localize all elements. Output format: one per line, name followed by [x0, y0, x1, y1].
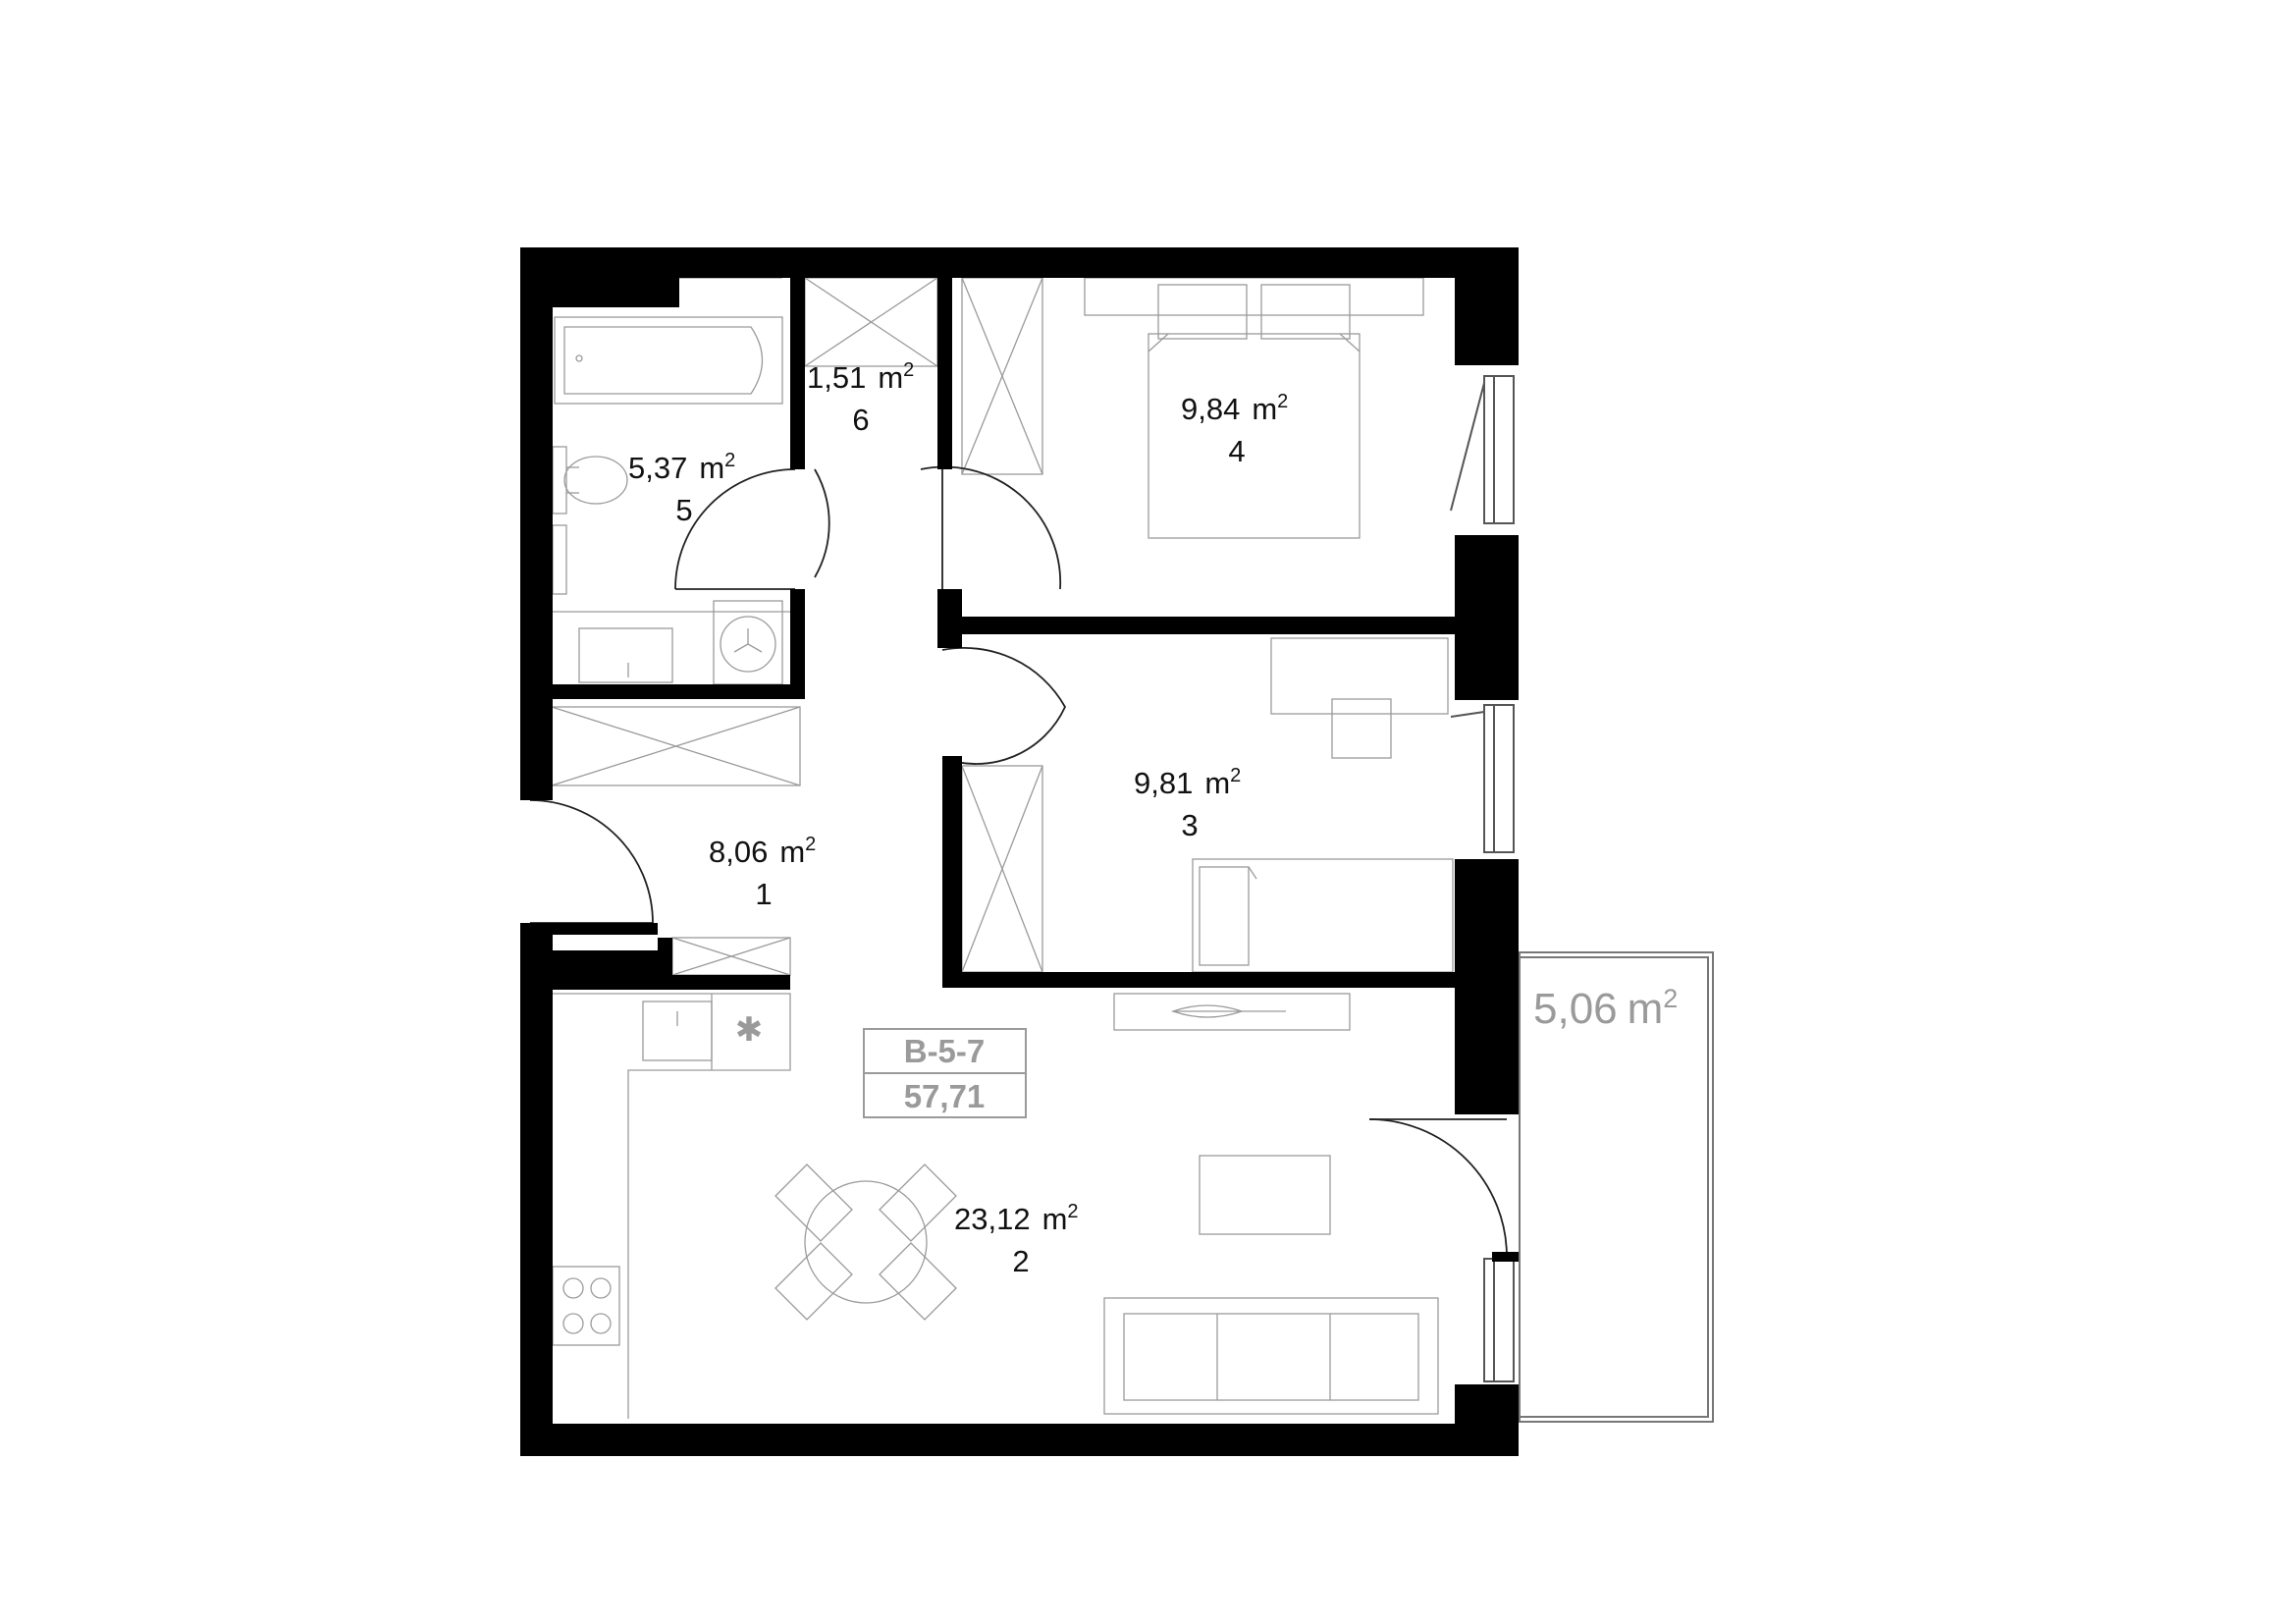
outer-wall-right: [1492, 1252, 1519, 1262]
apartment-code-box: B-5-7 57,71: [863, 1028, 1027, 1118]
single-bed-icon: [1192, 858, 1454, 973]
wall: [942, 756, 962, 982]
washing-machine-icon: [713, 600, 783, 685]
kitchen-counter: [552, 993, 791, 1419]
wall: [658, 938, 672, 975]
hall-wardrobe-icon: [551, 706, 801, 786]
toilet-icon: [552, 446, 628, 514]
wall: [790, 278, 805, 469]
door-swings: [529, 465, 1508, 1258]
coffee-table-icon: [1199, 1155, 1331, 1235]
furniture: [529, 277, 1714, 1423]
wall: [553, 950, 658, 975]
sofa-icon: [1103, 1297, 1439, 1415]
wardrobe-icon: [961, 277, 1043, 475]
dining-table-icon: [774, 1163, 957, 1321]
room-4-number: 4: [1228, 434, 1245, 468]
storage-shelf-icon: [804, 277, 938, 367]
shoe-cabinet-icon: [671, 937, 791, 976]
outer-wall-right: [1455, 535, 1519, 700]
outer-wall-left: [520, 247, 553, 800]
outer-wall-top: [520, 247, 1519, 278]
windows: [1450, 375, 1515, 1382]
room-3-number: 3: [1181, 808, 1198, 842]
walls: [520, 247, 1519, 1456]
wall: [553, 684, 798, 699]
room-6-number: 6: [852, 403, 869, 437]
outer-wall-left: [520, 923, 553, 1456]
wall: [942, 617, 1455, 634]
asterisk-icon: ✱: [735, 1011, 764, 1049]
room-1-number: 1: [755, 877, 772, 911]
desk-icon: [1270, 637, 1449, 759]
wall: [553, 923, 658, 935]
apartment-total-area: 57,71: [904, 1078, 986, 1114]
wall: [937, 278, 952, 469]
wardrobe-icon: [961, 765, 1043, 973]
outer-wall-right: [1455, 1384, 1519, 1456]
outer-wall-bottom: [520, 1424, 1519, 1456]
bath-cabinet: [552, 524, 567, 595]
wall: [790, 589, 805, 699]
outer-wall-right: [1455, 859, 1519, 1114]
wall: [942, 972, 1455, 988]
tv-unit-icon: [1113, 993, 1351, 1031]
room-2-number: 2: [1012, 1244, 1029, 1278]
wall: [553, 278, 675, 307]
outer-wall-right: [1455, 247, 1519, 365]
wall: [553, 975, 790, 990]
wall: [667, 278, 679, 307]
apartment-code: B-5-7: [904, 1033, 986, 1069]
room-5-number: 5: [675, 493, 692, 527]
balcony-outline: [1519, 951, 1714, 1423]
washbasin-icon: [553, 611, 790, 683]
